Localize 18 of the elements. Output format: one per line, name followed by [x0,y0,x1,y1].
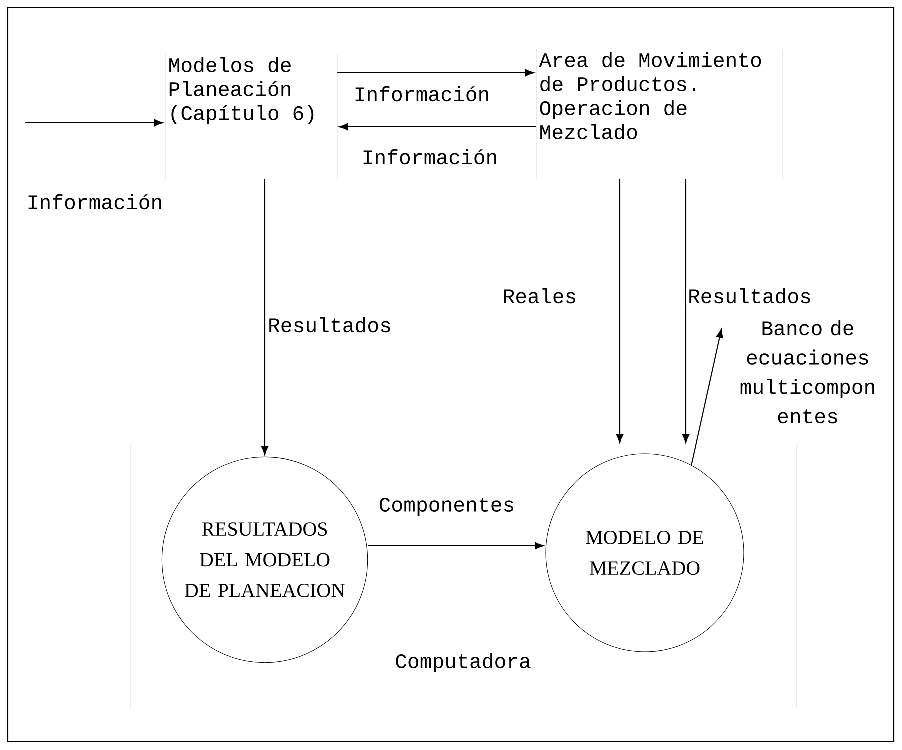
edge-label: Resultados [686,287,814,305]
annotation-text: Banco de ecuaciones multicompon entes [740,320,874,424]
edge-label: Información [25,193,165,211]
edge-label: Información [352,85,492,103]
arrow [25,119,164,127]
arrow [368,542,544,550]
process-box: Modelos de Planeación (Capítulo 6) [165,54,338,180]
arrow [616,180,624,444]
arrow [691,329,724,466]
arrow [338,69,534,77]
process-box: Area de Movimiento de Productos. Operacion de Mezclado [536,49,783,180]
edge-label: Información [360,148,500,166]
arrow [261,180,269,456]
edge-label: Componentes [377,496,517,518]
edge-label: Reales [501,287,579,305]
arrow [682,180,690,444]
arrow [339,123,536,131]
edge-label: Resultados [266,316,394,334]
